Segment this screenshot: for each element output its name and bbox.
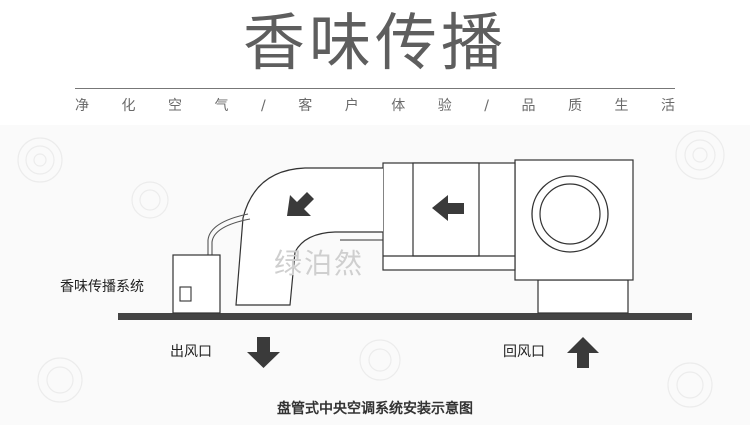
subtitle-char: 空 [168, 98, 182, 114]
subtitle-char: 化 [121, 98, 136, 114]
outlet-label: 出风口 [170, 344, 212, 360]
subtitle-char: 质 [567, 98, 582, 114]
subtitle-char: 体 [391, 98, 406, 114]
subtitle-char: 验 [437, 98, 452, 114]
arrow-left-icon [432, 195, 464, 221]
watermark: 绿泊然 [274, 247, 365, 280]
subtitle-separator: / [261, 98, 266, 114]
ceiling-slab [118, 313, 692, 320]
subtitle-row: 净 化 空 气 / 客 户 体 验 / 品 质 生 活 [75, 96, 675, 116]
subtitle-top-divider [75, 88, 675, 89]
scent-device [172, 254, 221, 314]
page-title: 香味传播 [242, 6, 507, 79]
unit-support [537, 279, 629, 314]
subtitle-char: 客 [298, 98, 313, 114]
scent-device-window [179, 286, 192, 302]
air-duct [235, 167, 383, 306]
cloud-pattern [17, 130, 725, 408]
subtitle-char: 净 [75, 98, 89, 114]
arrow-up-icon [567, 337, 599, 368]
subtitle-char: 品 [521, 98, 536, 114]
subtitle-char: 户 [344, 98, 359, 114]
subtitle-separator: / [484, 98, 489, 114]
scent-system-label: 香味传播系统 [60, 279, 144, 295]
subtitle-char: 活 [660, 98, 675, 114]
arrow-down-left-icon [287, 192, 314, 216]
scent-tube [207, 213, 249, 256]
subtitle-char: 生 [614, 98, 629, 114]
inlet-label: 回风口 [503, 344, 545, 360]
diagram-caption: 盘管式中央空调系统安装示意图 [277, 401, 473, 417]
subtitle-char: 气 [214, 98, 229, 114]
arrow-down-icon [247, 337, 280, 368]
